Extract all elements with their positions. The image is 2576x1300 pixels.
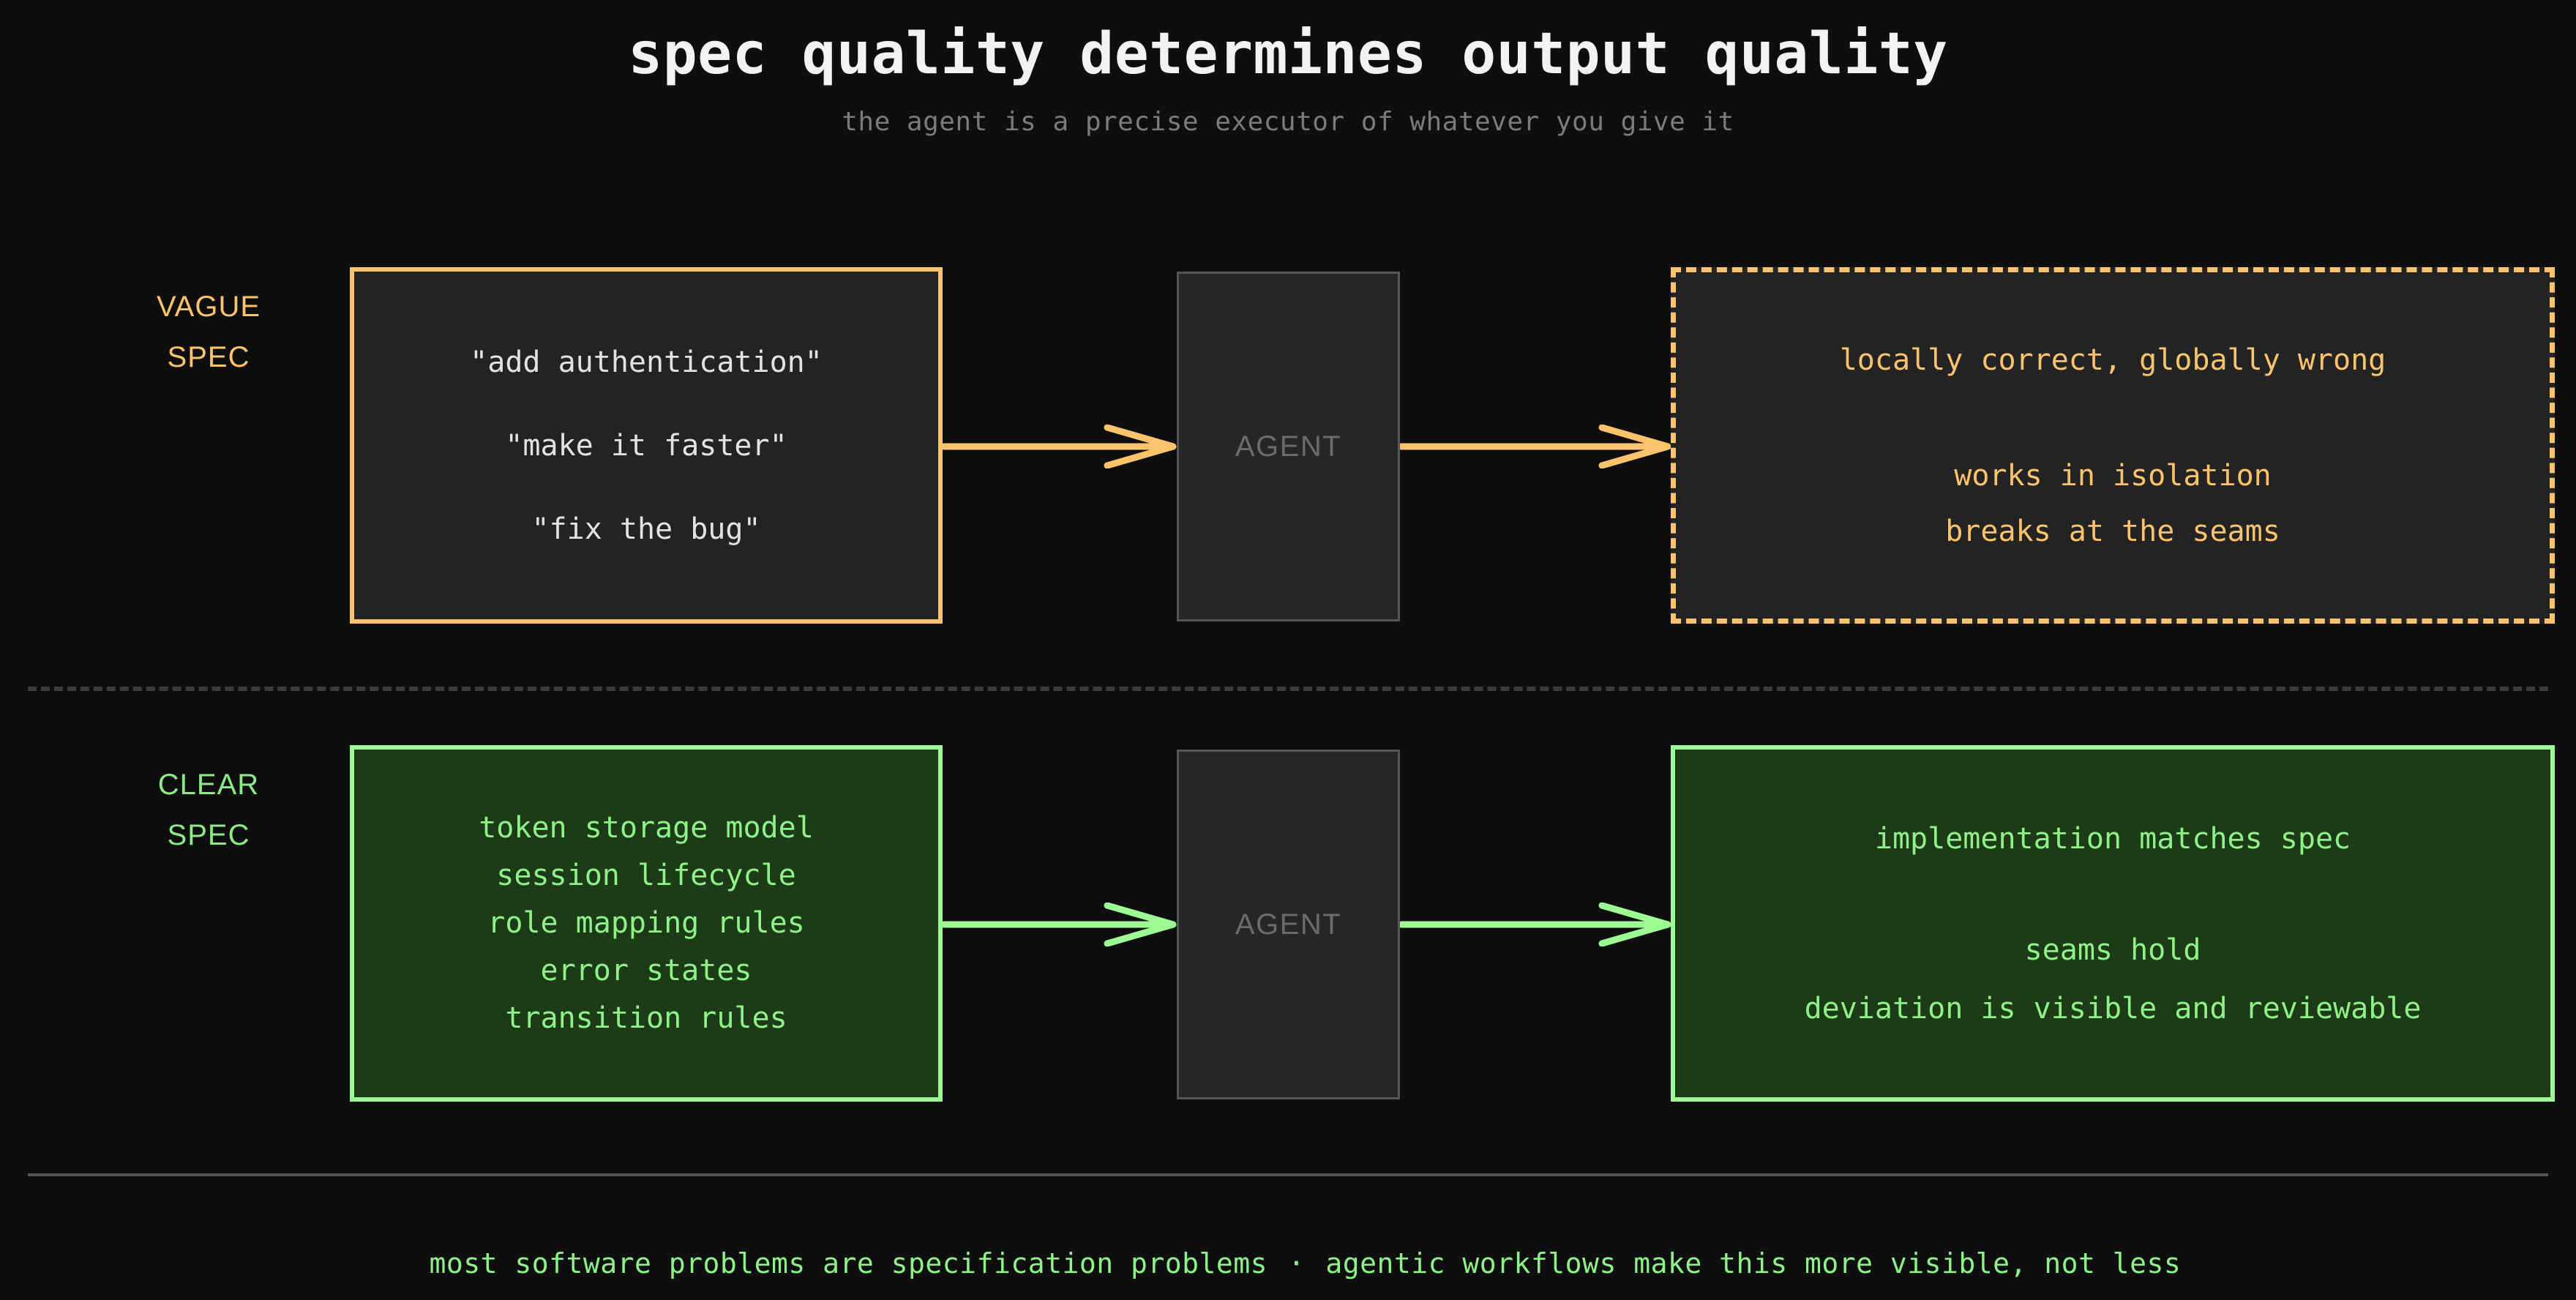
vague-agent-box: AGENT bbox=[1177, 272, 1400, 621]
clear-spec-row: CLEAR SPEC token storage model session l… bbox=[0, 745, 2576, 1104]
vague-spec-label-line1: VAGUE bbox=[156, 291, 261, 323]
vague-arrow-spec-to-agent bbox=[943, 425, 1178, 468]
footer-right-text: agentic workflows make this more visible… bbox=[1325, 1247, 2182, 1280]
clear-spec-line-3: role mapping rules bbox=[487, 905, 805, 940]
vague-spec-line-1: "add authentication" bbox=[470, 345, 823, 379]
footer-divider bbox=[28, 1173, 2548, 1176]
vague-spec-line-2: "make it faster" bbox=[505, 428, 787, 463]
vague-agent-label: AGENT bbox=[1235, 430, 1342, 463]
page-header: spec quality determines output quality t… bbox=[0, 0, 2576, 137]
clear-arrow-agent-to-outcome bbox=[1400, 903, 1672, 946]
clear-agent-label: AGENT bbox=[1235, 908, 1342, 941]
clear-spec-label: CLEAR SPEC bbox=[88, 760, 329, 861]
clear-spec-label-line1: CLEAR bbox=[157, 769, 260, 801]
footer-note: most software problems are specification… bbox=[0, 1215, 2576, 1280]
clear-outcome-line-1: implementation matches spec bbox=[1874, 821, 2351, 856]
page-title: spec quality determines output quality bbox=[628, 21, 1948, 87]
page-subtitle: the agent is a precise executor of whate… bbox=[842, 106, 1734, 137]
footer-left-text: most software problems are specification… bbox=[429, 1247, 1268, 1280]
vague-spec-input-box: "add authentication" "make it faster" "f… bbox=[350, 267, 943, 624]
vague-outcome-box: locally correct, globally wrong works in… bbox=[1671, 267, 2555, 624]
clear-outcome-line-2: seams hold bbox=[2024, 933, 2201, 967]
clear-spec-line-5: transition rules bbox=[505, 1001, 787, 1036]
clear-spec-line-1: token storage model bbox=[479, 810, 814, 845]
vague-spec-line-3: "fix the bug" bbox=[531, 512, 761, 546]
clear-spec-label-line2: SPEC bbox=[167, 818, 250, 851]
clear-spec-input-box: token storage model session lifecycle ro… bbox=[350, 745, 943, 1102]
clear-outcome-box: implementation matches spec seams hold d… bbox=[1671, 745, 2555, 1102]
clear-spec-line-2: session lifecycle bbox=[496, 858, 796, 892]
vague-outcome-line-1: locally correct, globally wrong bbox=[1839, 343, 2386, 377]
vague-spec-row: VAGUE SPEC "add authentication" "make it… bbox=[0, 267, 2576, 626]
vague-spec-label: VAGUE SPEC bbox=[88, 282, 329, 383]
clear-outcome-line-3: deviation is visible and reviewable bbox=[1804, 991, 2422, 1026]
vague-outcome-line-2: works in isolation bbox=[1954, 458, 2272, 493]
clear-arrow-spec-to-agent bbox=[943, 903, 1178, 946]
vague-spec-label-line2: SPEC bbox=[167, 340, 250, 373]
clear-spec-line-4: error states bbox=[540, 954, 752, 988]
footer-separator-dot: · bbox=[1288, 1247, 1306, 1280]
vague-outcome-line-3: breaks at the seams bbox=[1945, 514, 2280, 548]
vague-arrow-agent-to-outcome bbox=[1400, 425, 1672, 468]
clear-agent-box: AGENT bbox=[1177, 750, 1400, 1099]
row-divider bbox=[28, 687, 2548, 691]
